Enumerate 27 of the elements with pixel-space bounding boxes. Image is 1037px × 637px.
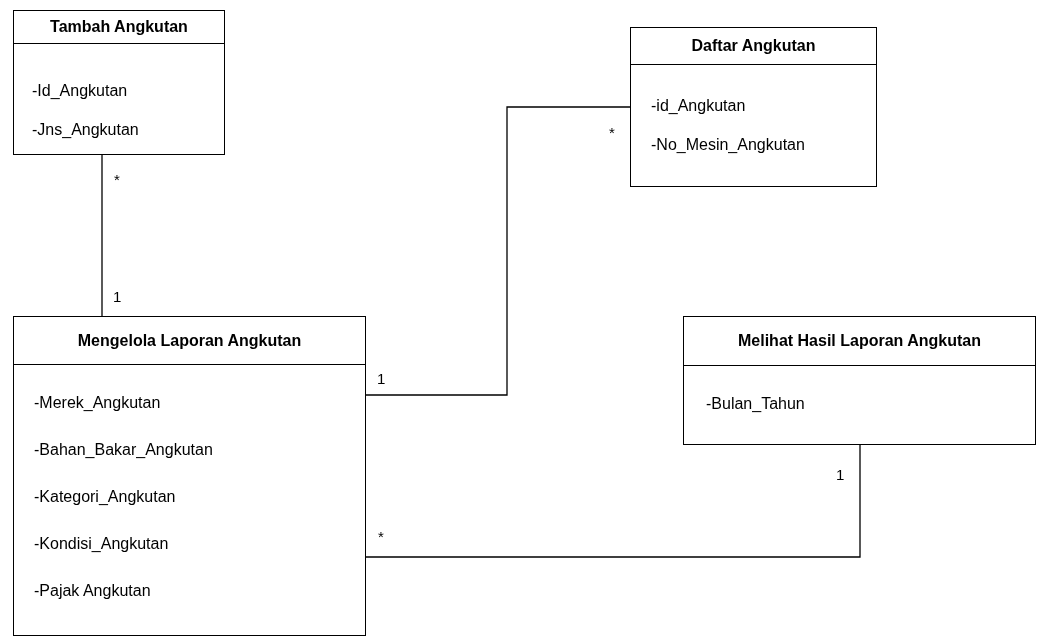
multiplicity-label: * [114, 171, 120, 189]
attribute-text: -Kondisi_Angkutan [34, 534, 169, 554]
multiplicity-label: 1 [377, 370, 386, 388]
class-name: Daftar Angkutan [691, 36, 816, 56]
class-name: Tambah Angkutan [50, 17, 188, 37]
association-line [365, 444, 861, 558]
attribute-text: -Pajak Angkutan [34, 581, 151, 601]
class-box [13, 316, 366, 636]
attribute-text: -Bulan_Tahun [706, 394, 805, 414]
attribute-text: -Id_Angkutan [32, 81, 128, 101]
multiplicity-label: 1 [836, 466, 845, 484]
attribute-text: -No_Mesin_Angkutan [651, 135, 805, 155]
attribute-text: -Merek_Angkutan [34, 393, 161, 413]
attribute-text: -Bahan_Bakar_Angkutan [34, 440, 213, 460]
association-line [101, 154, 103, 317]
multiplicity-label: 1 [113, 288, 122, 306]
association-line [365, 106, 631, 396]
class-name: Mengelola Laporan Angkutan [77, 330, 302, 351]
class-box [630, 27, 877, 187]
attribute-text: -id_Angkutan [651, 96, 746, 116]
multiplicity-label: * [609, 124, 615, 142]
attribute-text: -Kategori_Angkutan [34, 487, 176, 507]
class-name: Melihat Hasil Laporan Angkutan [738, 331, 981, 351]
attribute-text: -Jns_Angkutan [32, 120, 139, 140]
class-box [683, 316, 1036, 445]
class-box [13, 10, 225, 155]
multiplicity-label: * [378, 528, 384, 546]
